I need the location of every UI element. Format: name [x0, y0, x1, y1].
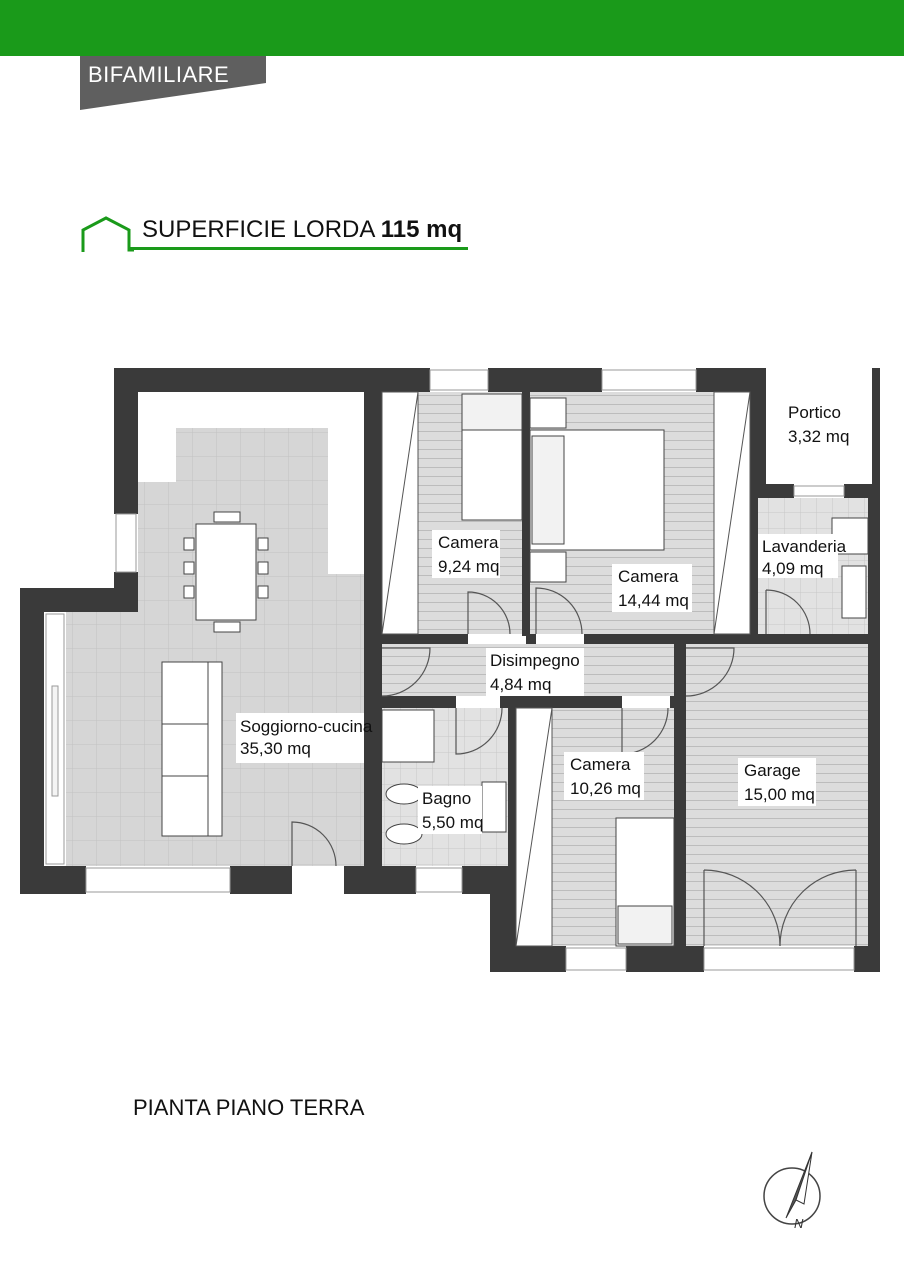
dining-table: [195, 523, 257, 621]
surface-underline: [130, 247, 468, 250]
garage-name: Garage: [744, 761, 801, 780]
bidet: [385, 823, 423, 845]
doors: [291, 587, 857, 947]
bedroom1-name: Camera: [438, 533, 499, 552]
surface-label: SUPERFICIE LORDA: [142, 216, 375, 243]
compass-icon: N: [763, 1151, 821, 1231]
bedroom3-name: Camera: [570, 755, 631, 774]
bedroom1-area: 9,24 mq: [438, 557, 499, 576]
category-label: BIFAMILIARE: [88, 62, 230, 87]
portico-name: Portico: [788, 403, 841, 422]
laundry-sink: [841, 565, 867, 619]
bedroom3-area: 10,26 mq: [570, 779, 641, 798]
room-labels: Soggiorno-cucina 35,30 mq Camera 9,24 mq…: [236, 403, 849, 834]
hallway-area: 4,84 mq: [490, 675, 551, 694]
laundry-area: 4,09 mq: [762, 559, 823, 578]
surface-value: 115 mq: [380, 216, 463, 243]
bath-shower: [381, 709, 435, 763]
compass-north-label: N: [794, 1216, 804, 1231]
bedroom2-name: Camera: [618, 567, 679, 586]
bedroom2-area: 14,44 mq: [618, 591, 689, 610]
living-name: Soggiorno-cucina: [240, 717, 373, 736]
sofa: [161, 661, 223, 837]
windows: [45, 369, 855, 971]
living-area: 35,30 mq: [240, 739, 311, 758]
plan-title: PIANTA PIANO TERRA: [133, 1095, 365, 1120]
toilet: [385, 783, 423, 805]
portico-area: 3,32 mq: [788, 427, 849, 446]
hallway-name: Disimpegno: [490, 651, 580, 670]
house-outline-icon: [81, 216, 134, 252]
wardrobes: [381, 391, 751, 947]
bath-sink: [481, 781, 507, 833]
walls: [20, 368, 880, 972]
laundry-name: Lavanderia: [762, 537, 847, 556]
surface-heading: SUPERFICIE LORDA 115 mq: [142, 216, 462, 244]
top-green-bar: [0, 0, 904, 56]
garage-area: 15,00 mq: [744, 785, 815, 804]
bath-area: 5,50 mq: [422, 813, 483, 832]
bath-name: Bagno: [422, 789, 471, 808]
furniture: [161, 393, 869, 947]
